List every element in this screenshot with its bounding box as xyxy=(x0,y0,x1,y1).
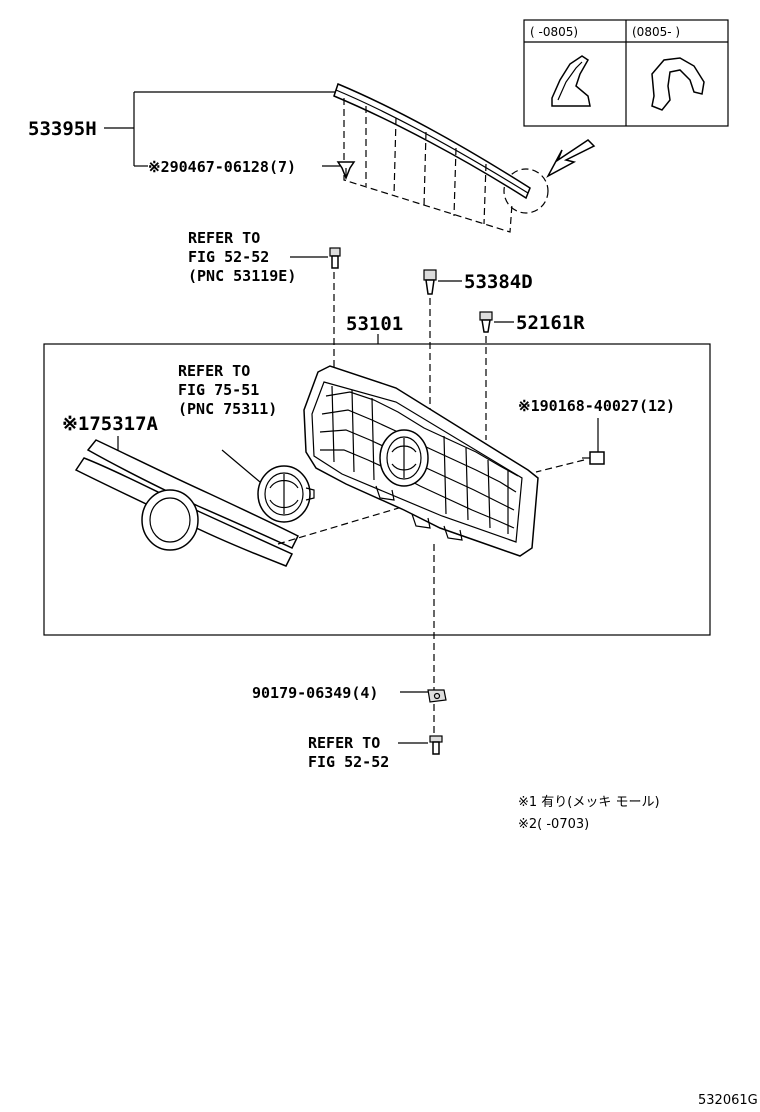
inset-detail-box: ( -0805) (0805- ) xyxy=(523,19,729,127)
footnote-1: ※1 有り(メッキ モール) xyxy=(518,795,660,810)
refer-mid-line1: REFER TO xyxy=(178,362,250,380)
label-90168-40027: ※190168-40027(12) xyxy=(518,397,675,415)
detail-circle xyxy=(503,168,549,214)
refer-top-line2: FIG 52-52 xyxy=(188,248,269,266)
refer-mid-line2: FIG 75-51 xyxy=(178,381,259,399)
grille-molding-strip xyxy=(333,82,531,233)
bolt-53119e xyxy=(329,247,341,269)
refer-bot-line2: FIG 52-52 xyxy=(308,753,389,771)
inset-right-header: (0805- ) xyxy=(632,25,680,39)
footnote-2: ※2( -0703) xyxy=(518,817,589,832)
molding-profile-old xyxy=(551,55,591,107)
nut-90179 xyxy=(427,689,447,703)
label-52161r: 52161R xyxy=(516,312,585,334)
label-53384d: 53384D xyxy=(464,271,533,293)
molding-profile-new xyxy=(651,57,705,111)
inset-left-header: ( -0805) xyxy=(530,25,578,39)
bolt-bottom xyxy=(429,735,443,755)
label-53395h: 53395H xyxy=(28,118,97,140)
refer-top-line1: REFER TO xyxy=(188,229,260,247)
refer-mid-line3: (PNC 75311) xyxy=(178,400,277,418)
label-90179-06349: 90179-06349(4) xyxy=(252,684,378,702)
refer-top-line3: (PNC 53119E) xyxy=(188,267,296,285)
clip-90168 xyxy=(582,451,605,465)
clip-90467 xyxy=(336,161,356,181)
molding-75317a xyxy=(74,439,300,567)
refer-bot-line1: REFER TO xyxy=(308,734,380,752)
grille-assembly-box xyxy=(43,343,711,636)
clip-52161r xyxy=(479,311,493,333)
figure-code: 532061G xyxy=(698,1093,758,1108)
label-53101: 53101 xyxy=(346,313,403,335)
label-90467-06128: ※290467-06128(7) xyxy=(148,158,296,176)
emblem-75311 xyxy=(257,465,315,523)
clip-53384d xyxy=(423,269,437,295)
label-75317a: ※175317A xyxy=(62,413,159,435)
radiator-grille-53101 xyxy=(303,365,539,557)
detail-arrow xyxy=(503,139,596,214)
